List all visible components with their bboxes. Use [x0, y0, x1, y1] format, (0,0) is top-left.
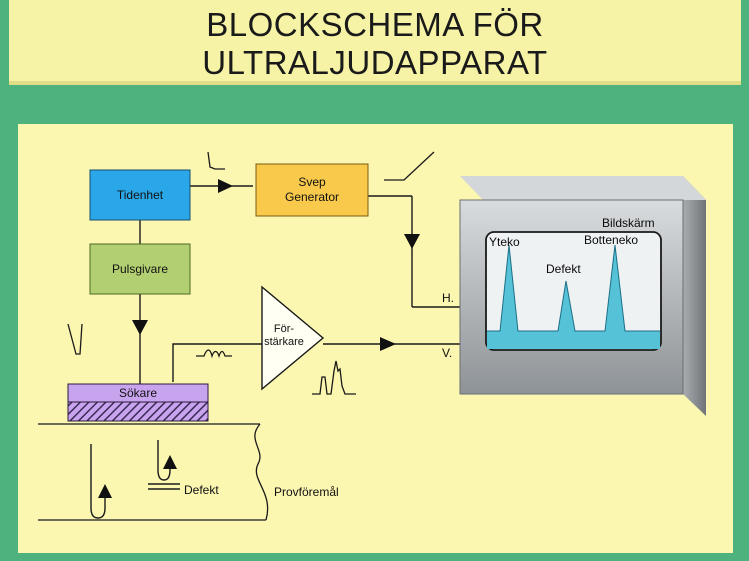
bildskarm-monitor [459, 176, 706, 416]
arrowheads [132, 179, 420, 351]
trigger-pulse-wave [207, 151, 225, 170]
sound-path-arrows [98, 455, 177, 498]
amplified-echo-wave [312, 360, 356, 395]
specimen-defekt-label: Defekt [184, 483, 219, 497]
pulsgivare-label: Pulsgivare [111, 261, 169, 276]
forstarkare-amplifier [261, 285, 325, 391]
forstarkare-label: För- stärkare [258, 320, 310, 352]
botteneko-label: Botteneko [584, 233, 639, 247]
forstarkare-label-line-1: För- [273, 323, 295, 335]
provforemal-specimen [38, 423, 269, 521]
transmit-pulse-wave [67, 323, 83, 355]
title-line-2: ULTRALJUDAPPARAT [202, 44, 548, 81]
tidenhet-block [89, 169, 191, 221]
svep-label-line-2: Generator [284, 190, 340, 204]
sokare-probe [67, 383, 209, 422]
svep-generator-block [255, 163, 369, 217]
title-line-1: BLOCKSCHEMA FÖR [206, 6, 544, 43]
sound-paths [90, 440, 171, 519]
svep-label-line-1: Svep [298, 175, 326, 189]
v-input-label: V. [442, 346, 453, 360]
oscilloscope-trace [487, 245, 660, 349]
provforemal-label: Provföremål [274, 485, 339, 499]
forstarkare-label-line-2: stärkare [264, 336, 304, 348]
block-diagram [38, 151, 706, 521]
h-input-label: H. [442, 291, 454, 305]
screen-defekt-label: Defekt [546, 262, 581, 276]
defect-mark [148, 483, 180, 490]
diagram-panel: Tidenhet Svep Generator Pulsgivare Sökar… [18, 124, 733, 553]
connection-lines [139, 185, 460, 384]
tidenhet-label: Tidenhet [116, 187, 164, 202]
waveforms [67, 151, 435, 395]
title-banner: BLOCKSCHEMA FÖR ULTRALJUDAPPARAT [9, 0, 741, 85]
bildskarm-label: Bildskärm [602, 216, 655, 230]
yteko-label: Yteko [489, 235, 520, 249]
svep-generator-label: Svep Generator [256, 164, 368, 216]
pulsgivare-block [89, 243, 191, 295]
sweep-ramp-wave [384, 151, 435, 181]
echo-wave [196, 349, 232, 359]
sokare-label: Sökare [118, 385, 158, 400]
